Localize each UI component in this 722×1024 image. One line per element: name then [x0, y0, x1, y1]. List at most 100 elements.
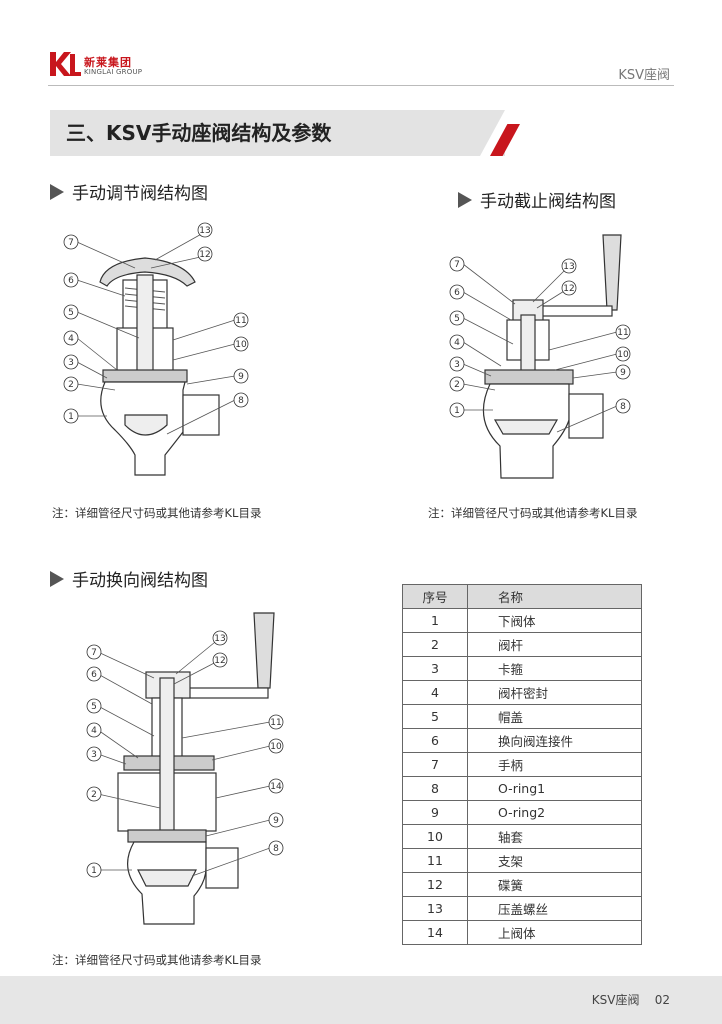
- row-number: 5: [402, 704, 468, 729]
- svg-text:9: 9: [620, 368, 626, 378]
- triangle-bullet-icon: [50, 570, 64, 587]
- table-header-row: 序号 名称: [402, 584, 642, 609]
- svg-text:9: 9: [238, 372, 244, 382]
- row-part-name: 帽盖: [467, 704, 642, 729]
- svg-text:7: 7: [454, 260, 460, 270]
- svg-text:12: 12: [563, 284, 574, 294]
- column-header-number: 序号: [402, 584, 468, 609]
- row-part-name: 压盖螺丝: [467, 896, 642, 921]
- company-logo: [50, 52, 81, 76]
- row-part-name: 下阀体: [467, 608, 642, 633]
- footer-document-title: KSV座阀: [591, 993, 640, 1007]
- figure-1-note: 注：详细管径尺寸码或其他请参考KL目录: [52, 506, 262, 520]
- svg-text:8: 8: [273, 844, 279, 854]
- footer-bar: [0, 976, 722, 1024]
- column-header-name: 名称: [467, 584, 642, 609]
- svg-text:6: 6: [91, 670, 97, 680]
- row-part-name: 支架: [467, 848, 642, 873]
- page-number: 02: [654, 993, 670, 1007]
- svg-text:12: 12: [199, 250, 210, 260]
- svg-text:1: 1: [68, 412, 74, 422]
- svg-text:5: 5: [454, 314, 460, 324]
- row-number: 10: [402, 824, 468, 849]
- row-part-name: 碟簧: [467, 872, 642, 897]
- row-number: 1: [402, 608, 468, 633]
- svg-text:7: 7: [68, 238, 74, 248]
- svg-text:3: 3: [68, 358, 74, 368]
- row-number: 12: [402, 872, 468, 897]
- svg-text:13: 13: [214, 634, 225, 644]
- figure-2-note: 注：详细管径尺寸码或其他请参考KL目录: [428, 506, 638, 520]
- svg-text:13: 13: [199, 226, 210, 236]
- svg-text:7: 7: [91, 648, 97, 658]
- row-part-name: 阀杆密封: [467, 680, 642, 705]
- svg-text:4: 4: [454, 338, 460, 348]
- row-number: 7: [402, 752, 468, 777]
- svg-text:3: 3: [91, 750, 97, 760]
- row-number: 14: [402, 920, 468, 945]
- figure-3-title-text: 手动换向阀结构图: [72, 571, 208, 591]
- section-title: 三、KSV手动座阀结构及参数: [66, 121, 332, 145]
- row-part-name: O-ring1: [467, 776, 642, 801]
- svg-text:2: 2: [68, 380, 74, 390]
- row-number: 6: [402, 728, 468, 753]
- row-part-name: 换向阀连接件: [467, 728, 642, 753]
- svg-text:9: 9: [273, 816, 279, 826]
- figure-3-note: 注：详细管径尺寸码或其他请参考KL目录: [52, 953, 262, 967]
- triangle-bullet-icon: [50, 183, 64, 200]
- svg-text:1: 1: [91, 866, 97, 876]
- svg-text:6: 6: [68, 276, 74, 286]
- row-number: 3: [402, 656, 468, 681]
- section-banner: [50, 110, 505, 156]
- svg-text:5: 5: [91, 702, 97, 712]
- figure-3-valve-drawing: 7 13 6 12 5 11 4 10 3 14 2 9 8 1: [86, 612, 284, 925]
- svg-text:12: 12: [214, 656, 225, 666]
- row-number: 2: [402, 632, 468, 657]
- svg-text:10: 10: [617, 350, 629, 360]
- svg-text:6: 6: [454, 288, 460, 298]
- header-divider: [48, 85, 674, 86]
- figure-1-title: 手动调节阀结构图: [50, 179, 208, 204]
- header-document-title: KSV座阀: [618, 68, 670, 83]
- svg-text:1: 1: [454, 406, 460, 416]
- svg-text:11: 11: [270, 718, 281, 728]
- figure-1-title-text: 手动调节阀结构图: [72, 184, 208, 204]
- row-part-name: 阀杆: [467, 632, 642, 657]
- row-part-name: 轴套: [467, 824, 642, 849]
- logo-chinese-name: 新莱集团: [84, 56, 132, 69]
- logo-english-name: KINGLAI GROUP: [84, 68, 143, 76]
- row-number: 8: [402, 776, 468, 801]
- svg-text:4: 4: [68, 334, 74, 344]
- footer-doc-title-and-page: KSV座阀 02: [592, 991, 670, 1008]
- row-part-name: 卡箍: [467, 656, 642, 681]
- svg-text:14: 14: [270, 782, 282, 792]
- row-part-name: 手柄: [467, 752, 642, 777]
- row-number: 9: [402, 800, 468, 825]
- svg-text:13: 13: [563, 262, 574, 272]
- figure-1-valve-drawing: 7 13 12 6 5 11 10 4 3 9 2 8 1: [63, 222, 249, 476]
- row-number: 4: [402, 680, 468, 705]
- svg-text:4: 4: [91, 726, 97, 736]
- svg-text:8: 8: [238, 396, 244, 406]
- row-part-name: 上阀体: [467, 920, 642, 945]
- svg-text:2: 2: [454, 380, 460, 390]
- banner-red-accent: [480, 110, 520, 156]
- svg-text:3: 3: [454, 360, 460, 370]
- svg-text:11: 11: [235, 316, 246, 326]
- svg-text:10: 10: [235, 340, 247, 350]
- figure-3-title: 手动换向阀结构图: [50, 566, 208, 591]
- row-part-name: O-ring2: [467, 800, 642, 825]
